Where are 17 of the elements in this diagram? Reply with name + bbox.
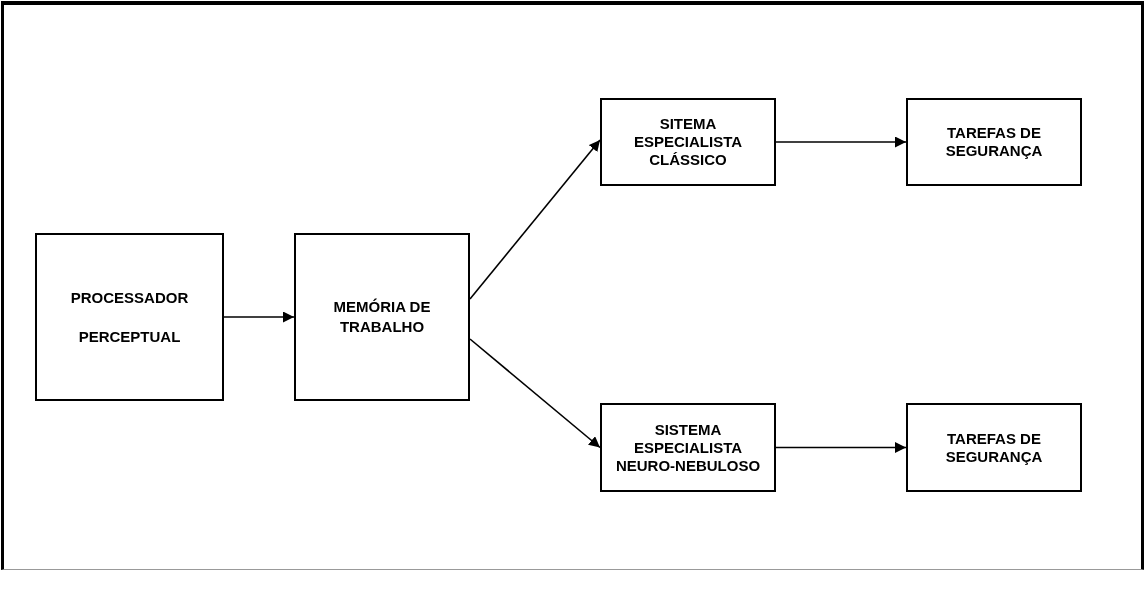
box-label: TAREFAS DE SEGURANÇA <box>944 429 1044 466</box>
arrow <box>775 136 907 148</box>
arrow <box>775 442 907 453</box>
box-label: MEMÓRIA DE TRABALHO <box>332 296 432 337</box>
box-label: SISTEMA ESPECIALISTA NEURO-NEBULOSO <box>614 420 762 475</box>
arrow <box>223 311 295 323</box>
box-label: TAREFAS DE SEGURANÇA <box>944 124 1044 160</box>
box-label: PROCESSADOR PERCEPTUAL <box>69 288 190 347</box>
box-label: SITEMA ESPECIALISTA CLÁSSICO <box>632 115 744 169</box>
process-box <box>906 98 1082 186</box>
process-box <box>906 403 1082 492</box>
process-box <box>600 403 776 492</box>
process-box <box>35 233 224 401</box>
arrow <box>469 139 601 300</box>
process-box <box>294 233 470 401</box>
process-box <box>600 98 776 186</box>
arrow <box>469 338 601 449</box>
